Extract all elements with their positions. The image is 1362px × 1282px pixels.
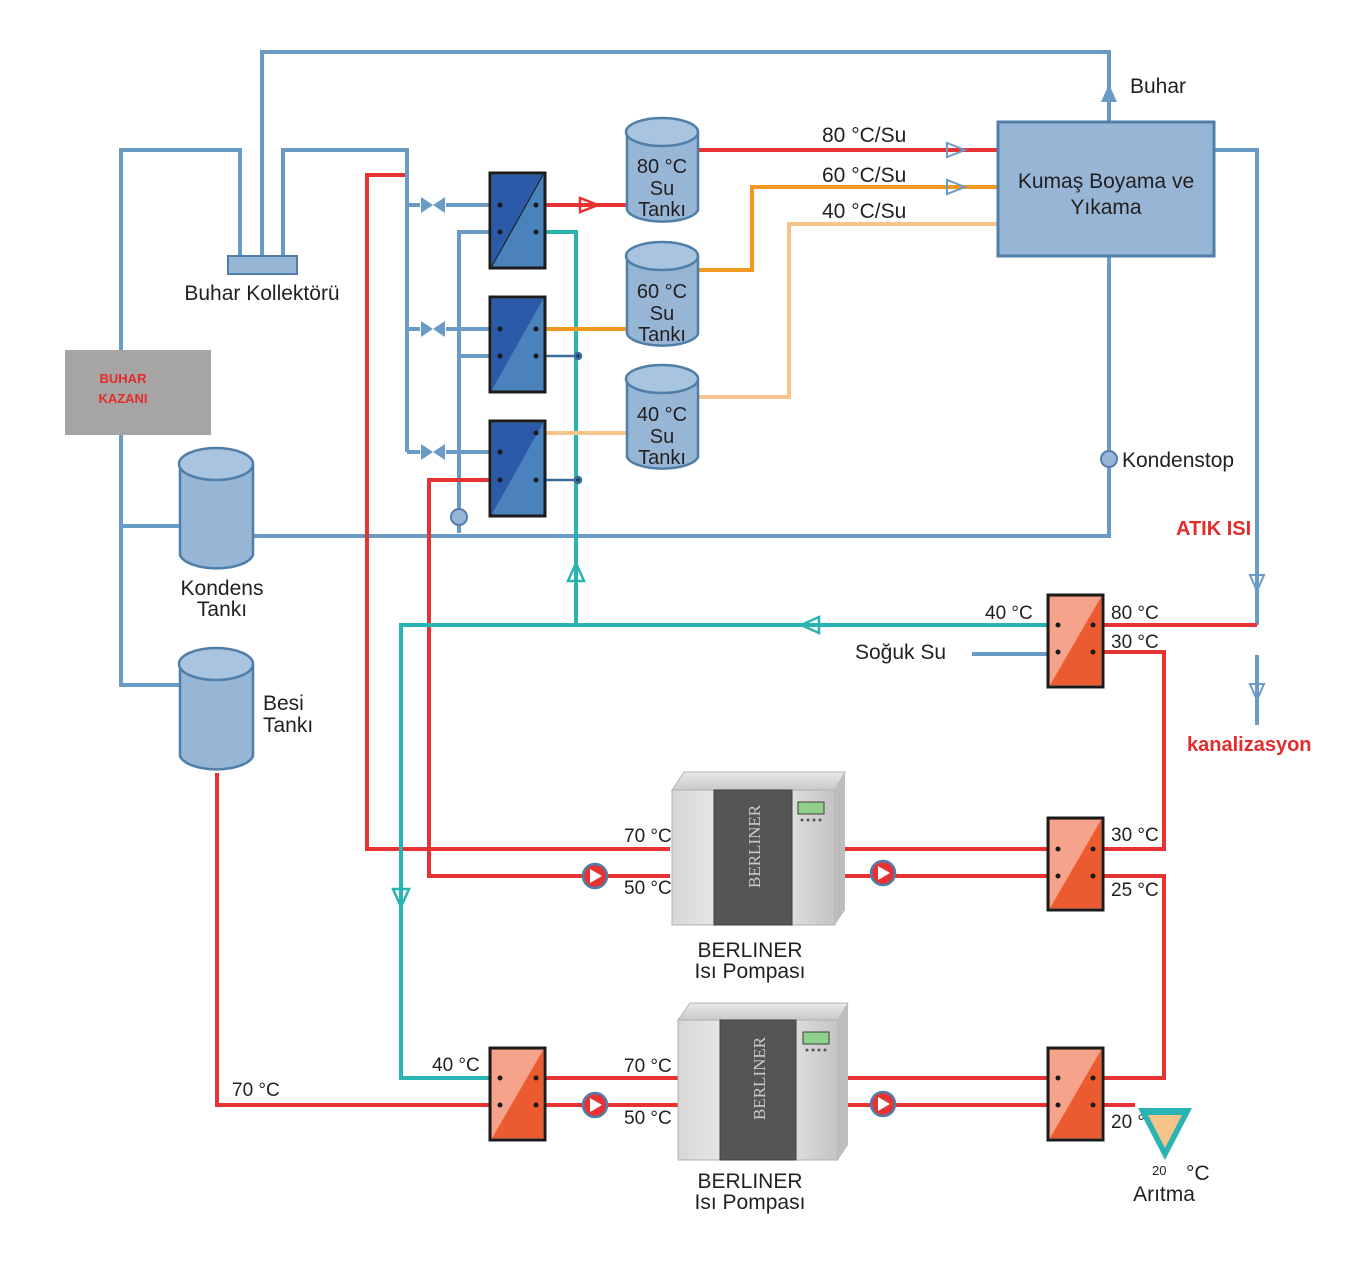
tank-80-tanki: Tankı (638, 199, 686, 221)
hp1-in-temp: 50 °C (624, 878, 672, 899)
besi-tank-label-2: Tankı (263, 714, 313, 737)
pump-icons (581, 859, 897, 1119)
atik-isi-label: ATIK ISI (1176, 518, 1251, 540)
hx-hp1-source (1046, 816, 1105, 912)
process-in-60: 60 °C/Su (822, 164, 906, 187)
process-in-40: 40 °C/Su (822, 200, 906, 223)
waste-hx-right-top-temp: 80 °C (1111, 603, 1159, 624)
tank-60-su: Su (650, 303, 674, 325)
heat-pump-2: BERLINER (677, 1002, 849, 1161)
tank-40-temp: 40 °C (637, 404, 687, 426)
hp1-name-1: BERLINER (697, 939, 802, 962)
aritma-small-temp: 20 (1152, 1163, 1166, 1178)
process-label-2: Yıkama (1070, 196, 1142, 219)
tank-80: 80 °C Su Tankı (624, 116, 700, 223)
hp1-name-2: Isı Pompası (695, 960, 806, 983)
heat-pump-1: BERLINER (671, 771, 846, 926)
tank-80-su: Su (650, 178, 674, 200)
valves (421, 197, 445, 460)
tank-40-tanki: Tankı (638, 447, 686, 469)
hx-stubs (545, 351, 583, 485)
besi-line-temp: 70 °C (232, 1080, 280, 1101)
process-label-1: Kumaş Boyama ve (1018, 170, 1194, 193)
steam-collector (227, 255, 298, 275)
soguk-su-label: Soğuk Su (855, 641, 946, 664)
kondenstop-icon (1100, 450, 1118, 468)
warm-lines (545, 185, 998, 435)
hp2-name-1: BERLINER (697, 1170, 802, 1193)
kanalizasyon-label: kanalizasyon (1187, 734, 1312, 756)
hp1-hx-top-temp: 30 °C (1111, 825, 1159, 846)
hot-lines (215, 148, 1257, 1107)
condensate-trap-icon (450, 508, 468, 526)
hx-40 (488, 419, 547, 518)
hp2-out-temp: 70 °C (624, 1056, 672, 1077)
aritma-icon (1138, 1108, 1192, 1160)
hp2-in-temp: 50 °C (624, 1108, 672, 1129)
collector-label: Buhar Kollektörü (184, 282, 339, 305)
besi-tank-label-1: Besi (263, 692, 304, 715)
pump-icon (869, 1090, 897, 1118)
waste-hx-right-bottom-temp: 30 °C (1111, 632, 1159, 653)
tank-60: 60 °C Su Tankı (624, 240, 700, 347)
kondens-tank (177, 446, 255, 570)
pump-icon (581, 862, 609, 890)
besi-tank (177, 646, 255, 771)
pump-icon (581, 1091, 609, 1119)
steam-out-label: Buhar (1130, 75, 1186, 98)
kondenstop-label: Kondenstop (1122, 449, 1234, 472)
aritma-label: Arıtma (1133, 1183, 1195, 1206)
hx-80 (488, 171, 547, 270)
boiler-label-line1: BUHAR (100, 371, 148, 386)
hp2-name-2: Isı Pompası (695, 1191, 806, 1214)
hx-waste-heat (1046, 593, 1105, 689)
tank-40-su: Su (650, 426, 674, 448)
process-in-80: 80 °C/Su (822, 124, 906, 147)
kondens-tank-label-1: Kondens (181, 577, 264, 600)
tank-60-tanki: Tankı (638, 324, 686, 346)
hp1-out-temp: 70 °C (624, 826, 672, 847)
tank-40: 40 °C Su Tankı (624, 363, 700, 470)
cold-lines (399, 230, 1050, 1080)
hx-60 (488, 295, 547, 394)
waste-hx-left-temp: 40 °C (985, 603, 1033, 624)
tank-60-temp: 60 °C (637, 281, 687, 303)
boiler-label-line2: KAZANI (98, 391, 147, 406)
hp2-hx-left-temp: 40 °C (432, 1055, 480, 1076)
flow-arrows (391, 84, 1266, 911)
process-box (996, 120, 1216, 258)
aritma-unit: °C (1186, 1162, 1210, 1185)
hp1-hx-bottom-temp: 25 °C (1111, 880, 1159, 901)
hx-hp2-sink (488, 1046, 547, 1142)
hx-port-dots (497, 202, 539, 483)
heat-pump-1-brand: BERLINER (745, 804, 764, 888)
tank-80-temp: 80 °C (637, 156, 687, 178)
hx-hp2-source (1046, 1046, 1105, 1142)
steam-boiler: BUHAR KAZANI (65, 350, 211, 435)
kondens-tank-label-2: Tankı (197, 598, 247, 621)
pump-icon (869, 859, 897, 887)
heat-pump-2-brand: BERLINER (750, 1036, 769, 1120)
